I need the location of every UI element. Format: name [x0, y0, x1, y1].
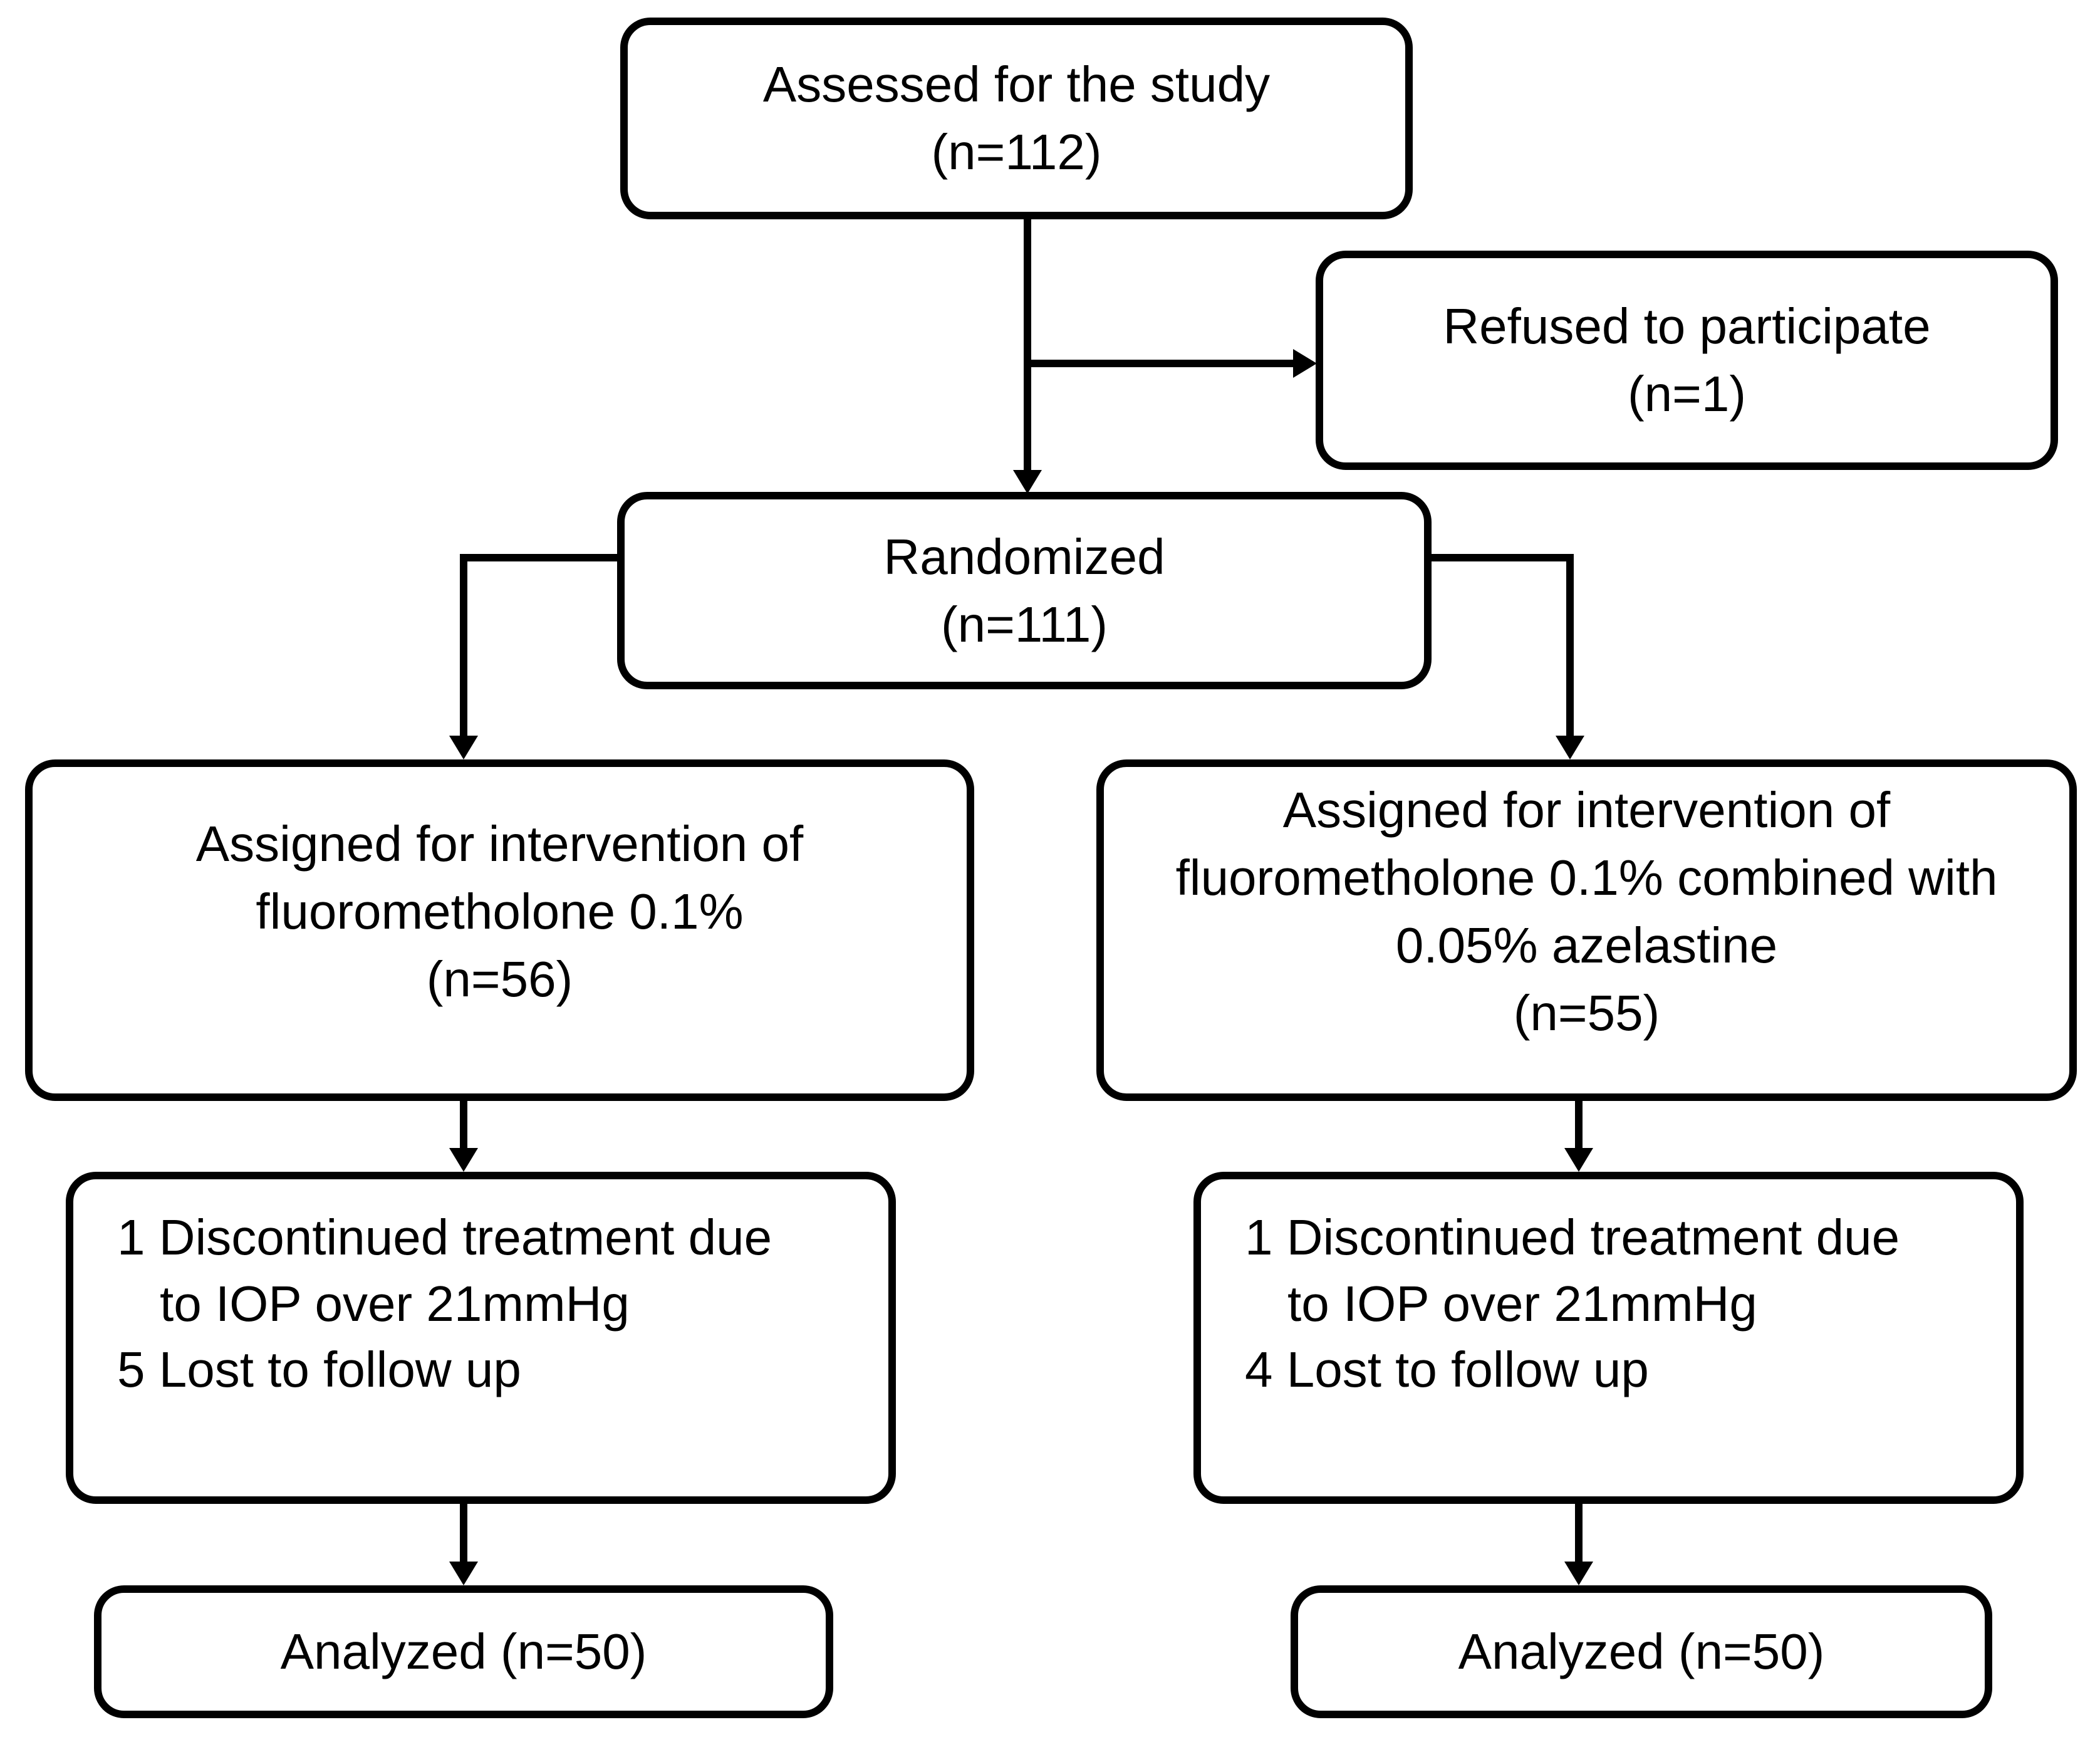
box-analyzed-fml-aze-line1: Analyzed (n=50): [1458, 1624, 1825, 1679]
connector-assigned-dropout-left: [460, 1101, 467, 1149]
box-dropout-fml-line2: to IOP over 21mmHg: [160, 1275, 630, 1332]
arrowhead-into-assigned-right: [1556, 736, 1584, 759]
connector-assigned-dropout-right: [1575, 1101, 1583, 1149]
box-dropout-fml-aze-line2: to IOP over 21mmHg: [1287, 1275, 1757, 1332]
arrowhead-into-analyzed-left: [449, 1562, 478, 1585]
box-assigned-fml-aze-line1: Assigned for intervention of: [1282, 781, 1891, 838]
box-randomized-line2: (n=111): [940, 596, 1108, 652]
arrowhead-into-dropout-left: [449, 1148, 478, 1172]
box-analyzed-fml-line1: Analyzed (n=50): [280, 1624, 647, 1679]
connector-branch-refused-line: [1024, 360, 1293, 367]
connector-assessed-randomized-line: [1024, 219, 1031, 472]
box-assigned-fml-aze-line3: 0.05% azelastine: [1395, 917, 1778, 973]
box-assessed-line1: Assessed for the study: [762, 56, 1271, 112]
box-dropout-fluorometholone-azelastine: 1 Discontinued treatment due to IOP over…: [1193, 1172, 2024, 1504]
box-assigned-fml-aze-line2: fluorometholone 0.1% combined with: [1175, 849, 1998, 905]
connector-dropout-analyzed-left: [460, 1504, 467, 1563]
arrowhead-into-analyzed-right: [1564, 1562, 1593, 1585]
box-refused-line2: (n=1): [1628, 366, 1746, 422]
connector-dropout-analyzed-right: [1575, 1504, 1583, 1563]
box-dropout-fml-line3: 5 Lost to follow up: [117, 1342, 521, 1398]
arrowhead-into-randomized: [1013, 470, 1042, 494]
box-dropout-fml-aze-line1: 1 Discontinued treatment due: [1245, 1209, 1900, 1265]
box-dropout-fml-aze-line3: 4 Lost to follow up: [1245, 1342, 1649, 1398]
box-randomized-line1: Randomized: [883, 528, 1165, 585]
box-analyzed-fluorometholone: Analyzed (n=50): [94, 1585, 833, 1718]
box-analyzed-fluorometholone-azelastine: Analyzed (n=50): [1291, 1585, 1992, 1718]
box-assigned-fluorometholone: Assigned for intervention of fluorometho…: [25, 759, 974, 1101]
box-refused-line1: Refused to participate: [1443, 298, 1931, 354]
box-dropout-fml-line1: 1 Discontinued treatment due: [117, 1209, 772, 1265]
box-assigned-fml-line2: fluorometholone 0.1%: [256, 883, 744, 939]
connector-randomized-right-vertical: [1566, 554, 1574, 738]
box-assigned-fml-line3: (n=56): [426, 951, 573, 1007]
box-dropout-fluorometholone: 1 Discontinued treatment due to IOP over…: [66, 1172, 896, 1504]
arrowhead-into-refused: [1293, 349, 1317, 378]
box-randomized: Randomized (n=111): [617, 492, 1432, 689]
box-assigned-fml-line1: Assigned for intervention of: [195, 815, 804, 872]
arrowhead-into-assigned-left: [449, 736, 478, 759]
connector-randomized-left-horizontal: [464, 554, 617, 561]
box-assigned-fml-aze-line4: (n=55): [1513, 984, 1660, 1041]
box-assessed-line2: (n=112): [931, 124, 1102, 180]
box-refused: Refused to participate (n=1): [1316, 251, 2058, 470]
box-assigned-fluorometholone-azelastine: Assigned for intervention of fluorometho…: [1096, 759, 2077, 1101]
box-assessed: Assessed for the study (n=112): [620, 18, 1413, 219]
connector-randomized-right-horizontal: [1432, 554, 1574, 561]
connector-randomized-left-vertical: [460, 554, 467, 738]
arrowhead-into-dropout-right: [1564, 1148, 1593, 1172]
